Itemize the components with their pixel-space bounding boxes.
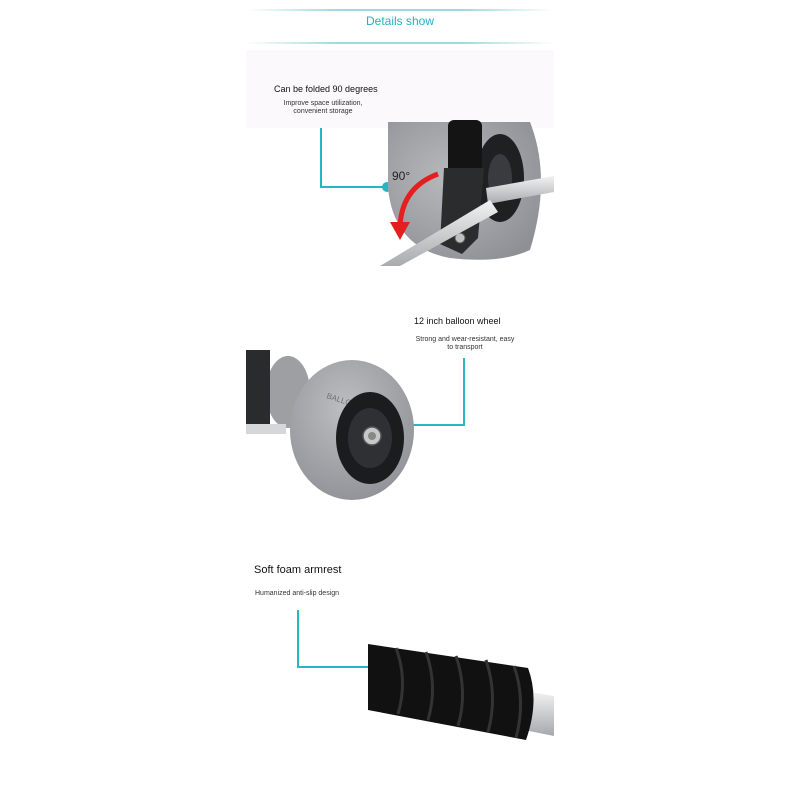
fold-frame-rod: [380, 200, 498, 266]
armrest-foam: [368, 644, 534, 740]
armrest-feature-desc: Humanized anti-slip design: [255, 590, 340, 597]
fold-desc-line2: convenient storage: [293, 108, 353, 115]
wheel-desc-line2: to transport: [447, 344, 483, 351]
armrest-leader-vertical: [297, 610, 299, 668]
wheel-feature-title: 12 inch balloon wheel: [414, 316, 501, 326]
fold-desc-line1: Improve space utilization,: [283, 100, 363, 107]
fold-leader-dot: [382, 182, 392, 192]
fold-handle-foam: [448, 120, 482, 178]
wheel-leader-horizontal: [402, 424, 465, 426]
section-header-title: Details show: [365, 14, 435, 28]
wheel-feature-desc: Strong and wear-resistant, easy to trans…: [402, 336, 528, 352]
balloon-wheel-photo: BALLOON WHEEL: [246, 350, 414, 500]
wheel-desc-line1: Strong and wear-resistant, easy: [415, 336, 515, 343]
fold-leader-horizontal: [320, 186, 386, 188]
armrest-leader-horizontal: [297, 666, 375, 668]
header-bottom-rule: [246, 42, 554, 44]
fold-caption-panel: [246, 50, 554, 128]
wheel-frame-post: [246, 350, 270, 428]
fold-axle-rod: [486, 176, 554, 204]
header-top-rule: [246, 9, 554, 11]
fold-hinge-photo: 90°: [380, 120, 554, 266]
armrest-feature-title: Soft foam armrest: [254, 564, 342, 576]
foam-armrest-photo: [368, 644, 554, 740]
fold-leader-vertical: [320, 128, 322, 187]
fold-feature-desc: Improve space utilization, convenient st…: [268, 100, 378, 116]
fold-feature-title: Can be folded 90 degrees: [274, 84, 378, 94]
fold-angle-label: 90°: [392, 169, 410, 183]
wheel-leader-vertical: [463, 358, 465, 426]
